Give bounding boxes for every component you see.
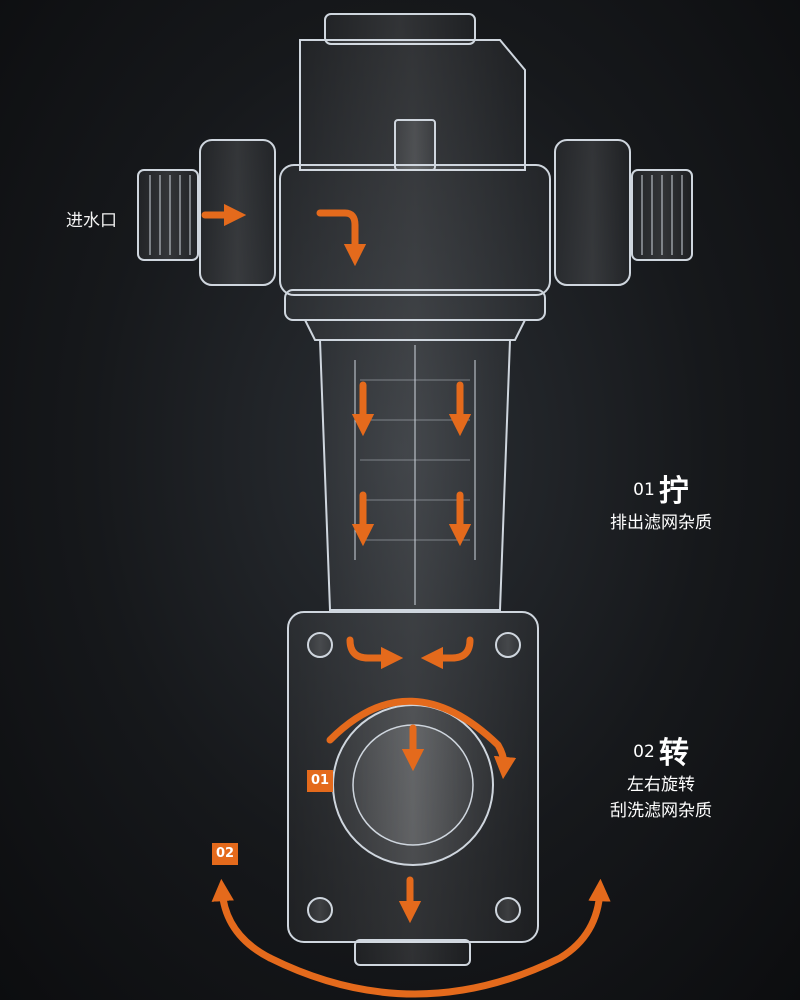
converge-arrow-right bbox=[420, 636, 474, 670]
filter-bowl bbox=[318, 339, 512, 611]
step-twist-desc: 排出滤网杂质 bbox=[610, 513, 712, 533]
converge-arrow-left bbox=[346, 636, 404, 670]
marker-badge-02: 02 bbox=[212, 843, 238, 865]
head-turn-arrow bbox=[316, 209, 367, 267]
flow-arrows bbox=[201, 203, 611, 998]
step-rotate-action: 转 bbox=[658, 736, 689, 771]
step-twist-action: 拧 bbox=[658, 474, 689, 509]
bottom-housing bbox=[287, 611, 539, 966]
filter-head bbox=[279, 164, 551, 341]
step-rotate-number: 02 bbox=[633, 741, 655, 762]
step-twist-number: 01 bbox=[633, 479, 655, 500]
swing-arc-arrow-left bbox=[211, 878, 274, 962]
swing-arc-arrow-right bbox=[266, 878, 611, 998]
step-rotate-desc-line-1: 左右旋转 bbox=[627, 775, 695, 795]
rotate-arc-arrow bbox=[326, 697, 517, 780]
top-cap bbox=[299, 13, 526, 171]
step-rotate-desc-line-2: 刮洗滤网杂质 bbox=[610, 801, 712, 821]
marker-badge-01: 01 bbox=[307, 770, 333, 792]
outlet-connector bbox=[554, 139, 693, 286]
inlet-label: 进水口 bbox=[66, 211, 117, 231]
